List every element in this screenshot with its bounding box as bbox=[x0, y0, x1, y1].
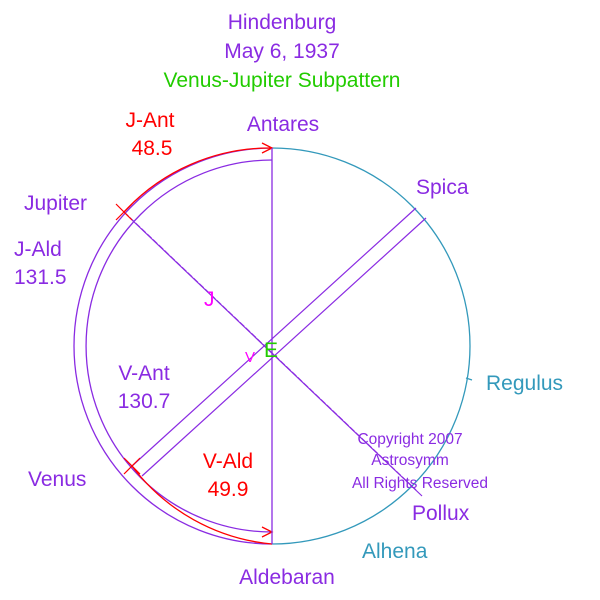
label-alhena: Alhena bbox=[362, 540, 428, 563]
circle-left-arc bbox=[73, 147, 273, 545]
j-ald-label: J-Ald bbox=[14, 238, 62, 261]
j-ald-value: 131.5 bbox=[14, 266, 67, 289]
j-ant-value: 48.5 bbox=[132, 137, 173, 160]
title-line-1: Hindenburg bbox=[228, 11, 337, 34]
venus-tick-icon bbox=[123, 457, 141, 475]
title-line-2: May 6, 1937 bbox=[224, 40, 340, 63]
v-ant-value: 130.7 bbox=[118, 390, 171, 413]
v-ant-label: V-Ant bbox=[118, 362, 170, 385]
inner-arc bbox=[85, 159, 273, 533]
copyright-line-1: Copyright 2007 bbox=[357, 431, 462, 448]
jupiter-marker: J bbox=[204, 288, 215, 311]
label-venus: Venus bbox=[28, 468, 86, 491]
j-ant-label: J-Ant bbox=[125, 109, 174, 132]
copyright-line-2: Astrosymm bbox=[371, 452, 449, 469]
label-spica: Spica bbox=[416, 176, 469, 199]
label-antares: Antares bbox=[247, 113, 319, 136]
copyright-line-3: All Rights Reserved bbox=[352, 475, 488, 492]
v-ald-arc bbox=[131, 465, 273, 545]
spica-venus-line-a bbox=[131, 207, 417, 467]
circle-right-arc bbox=[271, 147, 471, 545]
v-ald-value: 49.9 bbox=[208, 478, 249, 501]
label-jupiter: Jupiter bbox=[24, 192, 87, 215]
venus-marker: V bbox=[245, 349, 255, 366]
earth-marker: E bbox=[264, 339, 278, 362]
title-line-3: Venus-Jupiter Subpattern bbox=[164, 69, 401, 92]
spica-venus-line-b bbox=[141, 217, 427, 477]
label-pollux: Pollux bbox=[412, 502, 470, 525]
j-ant-arc bbox=[123, 147, 273, 213]
label-regulus: Regulus bbox=[486, 372, 563, 395]
jupiter-tick-icon bbox=[115, 203, 133, 221]
label-aldebaran: Aldebaran bbox=[239, 566, 335, 589]
jupiter-pollux-line-b bbox=[131, 219, 423, 497]
regulus-tick bbox=[465, 377, 473, 381]
v-ald-label: V-Ald bbox=[203, 450, 253, 473]
